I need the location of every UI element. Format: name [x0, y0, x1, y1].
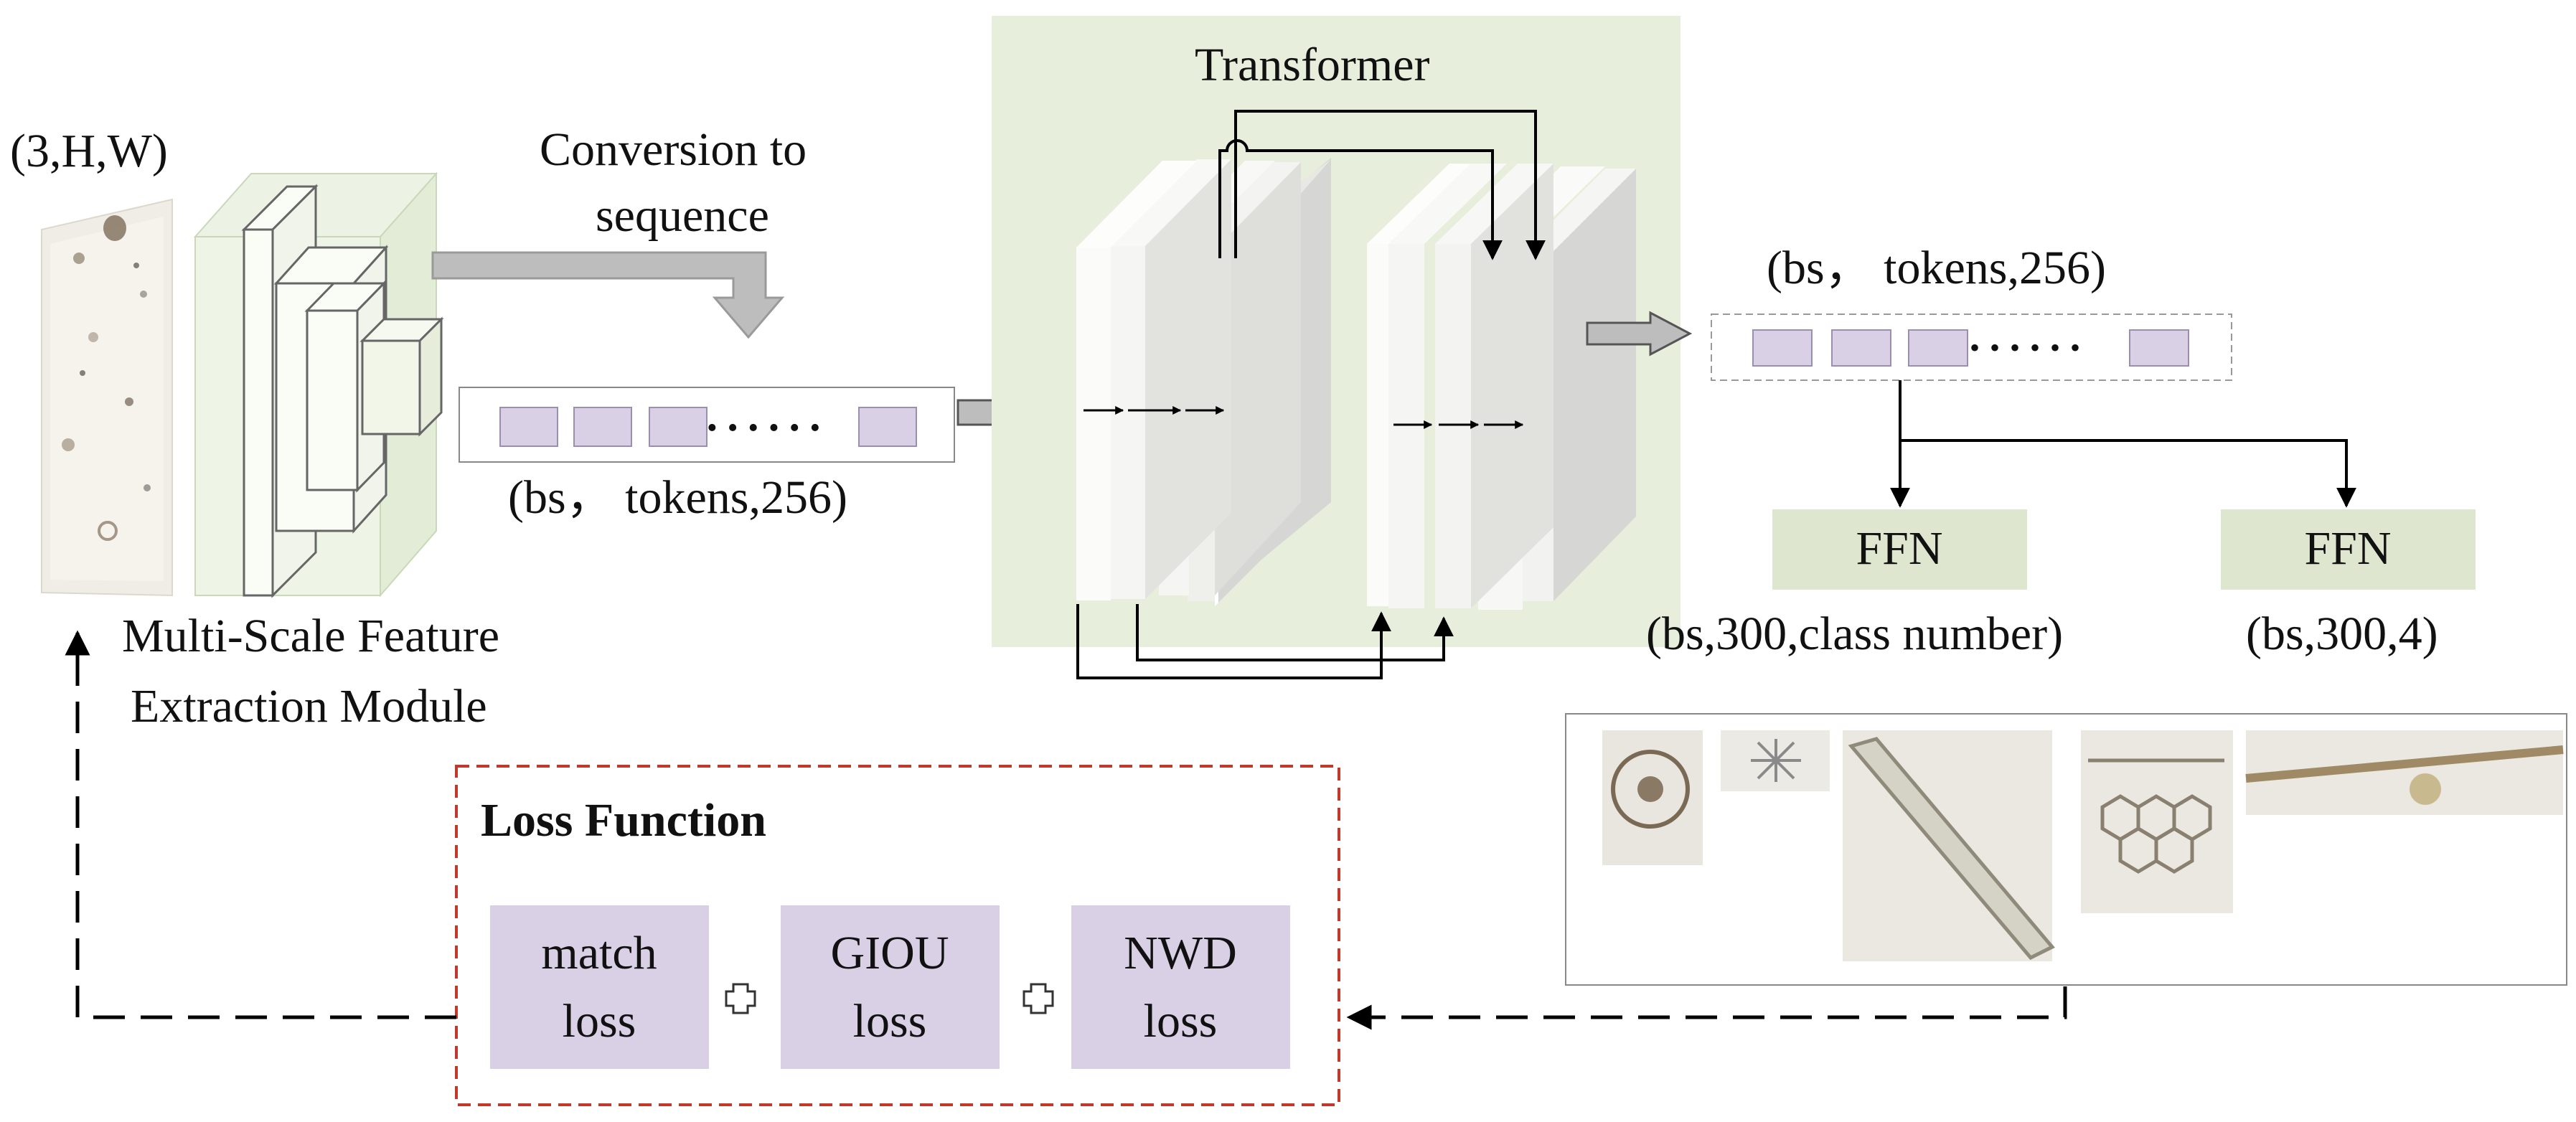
encoder-stack — [1076, 158, 1331, 606]
conversion-arrow — [431, 251, 785, 339]
plus-icon — [1023, 983, 1054, 1014]
decoder-stack — [1367, 164, 1636, 610]
match-loss-box — [490, 905, 709, 1069]
nwd-loss-box — [1071, 905, 1290, 1069]
transformer-top-connectors — [1218, 110, 1546, 260]
input-shape-label: (3,H,W) — [10, 125, 168, 177]
out-token-3 — [1908, 329, 1968, 367]
plus-icon — [725, 983, 756, 1014]
feedback-arrows — [65, 630, 2067, 1030]
token-n — [858, 407, 917, 447]
plankton-samples — [1602, 730, 2564, 961]
transformer-title: Transformer — [1195, 39, 1430, 91]
backbone-label-line2: Extraction Module — [131, 680, 487, 732]
loss-function-title: Loss Function — [481, 794, 766, 847]
nwd-loss-line2: loss — [1144, 995, 1218, 1047]
token-3 — [649, 407, 708, 447]
decoder-to-sequence-arrow — [1586, 311, 1693, 357]
conversion-label-line2: sequence — [596, 189, 769, 242]
feature-extraction-module — [193, 171, 444, 598]
giou-loss-box — [781, 905, 1000, 1069]
backbone-label-line1: Multi-Scale Feature — [122, 610, 499, 662]
match-loss-line2: loss — [563, 995, 636, 1047]
ffn-class-shape: (bs,300,class number) — [1646, 608, 2063, 660]
giou-loss-line1: GIOU — [831, 927, 949, 979]
match-loss-line1: match — [541, 927, 657, 979]
token-1 — [499, 407, 558, 447]
ffn-box-box — [2221, 509, 2476, 590]
nwd-loss-line1: NWD — [1124, 927, 1237, 979]
out-token-1 — [1752, 329, 1813, 367]
ffn-class-box — [1772, 509, 2027, 590]
conversion-label-line1: Conversion to — [540, 123, 807, 176]
giou-loss-line2: loss — [853, 995, 927, 1047]
token-dots: •••••• — [707, 412, 830, 445]
transformer-bottom-connectors — [1076, 604, 1454, 679]
ffn-class-label: FFN — [1856, 522, 1942, 575]
ffn-box-label: FFN — [2304, 522, 2391, 575]
out-token-dots: •••••• — [1970, 331, 2090, 364]
out-token-2 — [1831, 329, 1891, 367]
out-token-n — [2129, 329, 2189, 367]
token-2 — [573, 407, 632, 447]
input-image — [41, 198, 173, 597]
ffn-box-shape: (bs,300,4) — [2246, 608, 2438, 660]
ffn-connectors — [1890, 380, 2356, 508]
sequence-in-shape: (bs， tokens,256) — [508, 471, 847, 524]
sequence-out-shape: (bs， tokens,256) — [1767, 242, 2106, 294]
